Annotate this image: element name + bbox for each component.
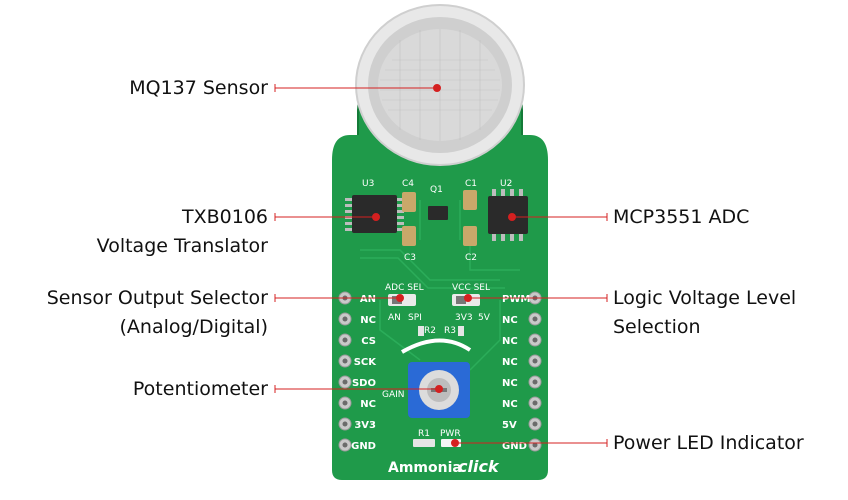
silk-spi: SPI (408, 313, 422, 323)
left-pin-hole (342, 421, 348, 427)
silk-3v3: 3V3 (455, 313, 473, 323)
r1-resistor (413, 439, 435, 447)
right-pin-label: NC (502, 399, 518, 410)
left-pin-label: NC (360, 399, 376, 410)
r2-resistor (418, 326, 424, 336)
label-logic-voltage-level: Logic Voltage Level (613, 287, 797, 309)
silk-c2: C2 (465, 253, 477, 263)
left-pin-label: CS (361, 336, 376, 347)
silk-r2: R2 (424, 326, 436, 336)
right-pin-label: NC (502, 315, 518, 326)
silk-c4: C4 (402, 179, 414, 189)
r3-resistor (458, 326, 464, 336)
silk-r3: R3 (444, 326, 456, 336)
left-pin-label: NC (360, 315, 376, 326)
silk-adc-sel: ADC SEL (385, 283, 424, 293)
label-sensor-output-selector: Sensor Output Selector (46, 287, 268, 309)
left-pin-label: 3V3 (354, 420, 376, 431)
silk-c3: C3 (404, 253, 416, 263)
left-pin-hole (342, 316, 348, 322)
left-pin-label: SDO (352, 378, 376, 389)
u2-mcp3551-chip (488, 189, 528, 241)
silk-an: AN (388, 313, 401, 323)
board-title: Ammonia (388, 460, 462, 476)
silk-u2: U2 (500, 179, 512, 189)
right-pin-label: NC (502, 357, 518, 368)
left-pin-label: AN (360, 294, 376, 305)
right-pin-label: NC (502, 378, 518, 389)
right-pin-header: PWM NC NC NC NC NC 5V GND (502, 291, 542, 452)
label-selection: Selection (613, 316, 701, 338)
silk-gain: GAIN (382, 390, 405, 400)
label-potentiometer: Potentiometer (132, 378, 268, 400)
left-pin-hole (342, 400, 348, 406)
silk-pwr: PWR (440, 429, 461, 439)
silkscreen: U3 C4 Q1 C1 U2 C3 C2 ADC SEL AN SPI VCC … (362, 179, 512, 439)
right-pin-hole (532, 379, 538, 385)
left-pin-hole (342, 337, 348, 343)
left-pin-hole (342, 442, 348, 448)
label-mq137-sensor: MQ137 Sensor (129, 77, 268, 99)
left-pin-label: SCK (354, 357, 378, 368)
mq137-sensor (355, 4, 525, 166)
right-pin-hole (532, 442, 538, 448)
right-pin-label: 5V (502, 420, 517, 431)
left-pin-hole (342, 379, 348, 385)
label-txb0106: TXB0106 (181, 206, 268, 228)
right-pin-label: NC (502, 336, 518, 347)
silk-5v: 5V (478, 313, 491, 323)
silk-u3: U3 (362, 179, 374, 189)
right-pin-hole (532, 337, 538, 343)
small-components (402, 190, 477, 246)
label-power-led-indicator: Power LED Indicator (613, 432, 804, 454)
label-analog-digital: (Analog/Digital) (119, 316, 269, 338)
silk-r1: R1 (418, 429, 430, 439)
silk-vcc-sel: VCC SEL (452, 283, 490, 293)
label-mcp3551-adc: MCP3551 ADC (613, 206, 750, 228)
right-pin-hole (532, 400, 538, 406)
leader-lines (275, 84, 607, 447)
label-voltage-translator: Voltage Translator (96, 235, 268, 257)
right-pin-label: GND (502, 441, 527, 452)
silk-c1: C1 (465, 179, 477, 189)
right-pin-label: PWM (502, 294, 530, 305)
left-pin-hole (342, 358, 348, 364)
left-pin-label: GND (351, 441, 376, 452)
right-pin-hole (532, 421, 538, 427)
right-pin-hole (532, 358, 538, 364)
board-title-brand: click (458, 457, 500, 476)
leader-dot-sensor (433, 84, 441, 92)
right-pin-hole (532, 316, 538, 322)
silk-q1: Q1 (430, 185, 443, 195)
